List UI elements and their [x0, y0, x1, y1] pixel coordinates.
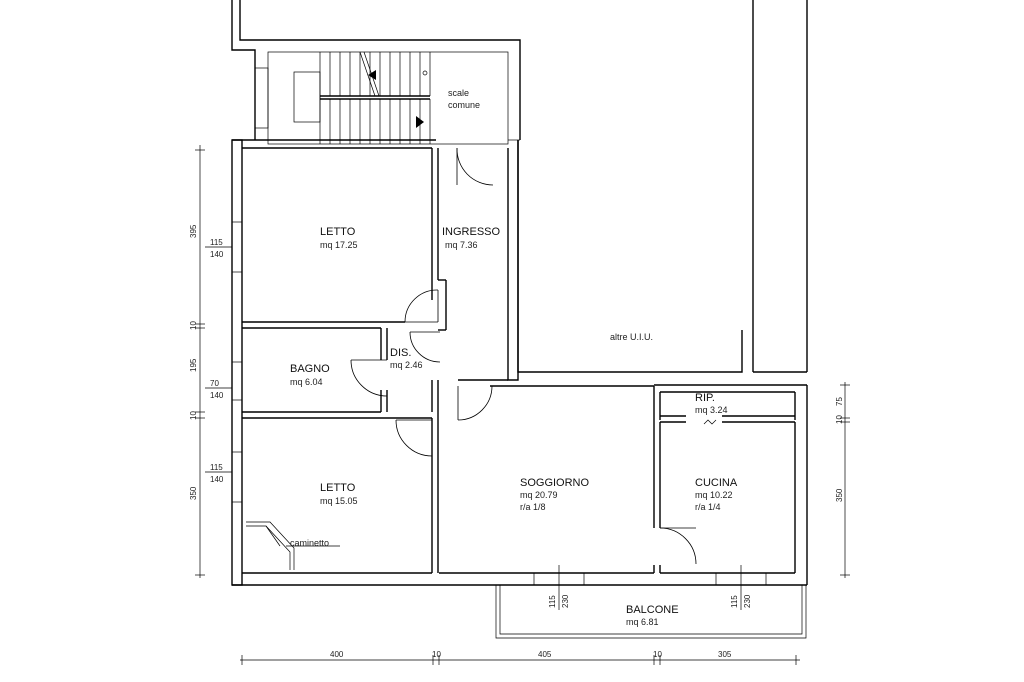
dim-right-top-b: 75 — [835, 397, 844, 406]
dim-bottom-3: 305 — [718, 650, 732, 659]
room-rip-area: mq 3.24 — [695, 405, 728, 415]
dim-win-sogg-b: 230 — [561, 594, 570, 608]
dim-bottom-wall2: 10 — [653, 650, 662, 659]
dim-bottom-wall1: 10 — [432, 650, 441, 659]
other-units-label: altre U.I.U. — [610, 332, 653, 342]
room-letto-2-name: LETTO — [320, 482, 356, 494]
room-soggiorno-name: SOGGIORNO — [520, 477, 590, 489]
upper-building-walls — [231, 0, 808, 373]
dim-win-sogg-a: 115 — [548, 595, 557, 608]
room-dis-area: mq 2.46 — [390, 360, 423, 370]
room-cucina-area: mq 10.22 — [695, 490, 733, 500]
room-ingresso-area: mq 7.36 — [445, 240, 478, 250]
dim-win-bagno-a: 70 — [210, 379, 219, 388]
dim-win-bagno-b: 140 — [210, 391, 224, 400]
room-letto-1-name: LETTO — [320, 226, 356, 238]
doors — [350, 147, 697, 565]
dim-win-letto1-a: 115 — [210, 238, 223, 247]
balcony — [495, 585, 807, 639]
interior-walls — [242, 148, 796, 573]
room-dis-name: DIS. — [390, 347, 411, 359]
dim-win-cuc-b: 230 — [743, 594, 752, 608]
room-cucina-ratio: r/a 1/4 — [695, 502, 721, 512]
dim-left-mid: 195 — [189, 358, 198, 372]
room-letto-1-area: mq 17.25 — [320, 240, 358, 250]
room-soggiorno-area: mq 20.79 — [520, 490, 558, 500]
dim-win-cuc-a: 115 — [730, 595, 739, 608]
dim-bottom-2: 405 — [538, 650, 552, 659]
dim-left-bottom: 350 — [189, 486, 198, 500]
room-balcone-name: BALCONE — [626, 604, 679, 616]
room-rip-name: RIP. — [695, 392, 715, 404]
room-ingresso-name: INGRESSO — [442, 226, 501, 238]
room-soggiorno-ratio: r/a 1/8 — [520, 502, 546, 512]
stairs-label-line2: comune — [448, 100, 480, 110]
windows — [232, 221, 767, 586]
room-letto-2-area: mq 15.05 — [320, 496, 358, 506]
dim-win-letto2-a: 115 — [210, 463, 223, 472]
bottom-dimension-line: 400 10 405 10 305 115 230 115 230 — [240, 565, 800, 665]
right-dimension-line: 10 75 350 — [835, 382, 850, 578]
dim-left-wall1: 10 — [189, 321, 198, 330]
dim-right-top-a: 10 — [835, 415, 844, 424]
common-stairs: scale comune — [254, 51, 509, 145]
dim-right-bottom: 350 — [835, 488, 844, 502]
dim-win-letto2-b: 140 — [210, 475, 224, 484]
fireplace-label: caminetto — [290, 538, 329, 548]
dim-bottom-1: 400 — [330, 650, 344, 659]
stair-arrow-icon — [416, 116, 424, 128]
dim-left-top: 395 — [189, 224, 198, 238]
stairs-label-line1: scale — [448, 88, 469, 98]
room-balcone-area: mq 6.81 — [626, 617, 659, 627]
left-dimension-line: 395 10 195 10 350 115 140 70 140 115 140 — [189, 145, 232, 578]
room-labels: LETTO mq 17.25 INGRESSO mq 7.36 BAGNO mq… — [290, 226, 738, 627]
room-bagno-name: BAGNO — [290, 363, 330, 375]
dim-left-wall2: 10 — [189, 411, 198, 420]
fireplace — [246, 521, 340, 570]
room-bagno-area: mq 6.04 — [290, 377, 323, 387]
stair-arrow-icon — [368, 70, 376, 80]
dim-win-letto1-b: 140 — [210, 250, 224, 259]
room-cucina-name: CUCINA — [695, 477, 738, 489]
